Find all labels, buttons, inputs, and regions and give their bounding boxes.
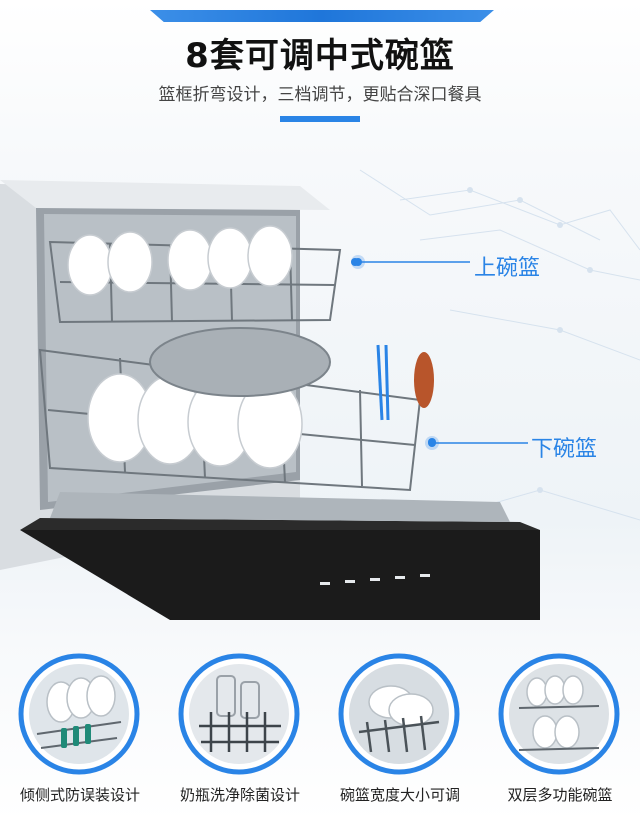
dishwasher-door <box>20 530 540 620</box>
door-edge <box>20 518 540 530</box>
control-panel-labels <box>320 574 430 585</box>
double-layer-basket-icon <box>497 652 621 776</box>
tilted-rack-icon <box>17 652 141 776</box>
feature-label: 倾侧式防误装设计 <box>19 786 140 804</box>
feature-label: 碗篮宽度大小可调 <box>339 786 460 804</box>
feature-bottle-holder: 奶瓶洗净除菌设计 <box>160 652 320 822</box>
feature-label: 双层多功能碗篮 <box>507 786 613 804</box>
feature-double-layer-basket: 双层多功能碗篮 <box>480 652 640 822</box>
feature-label: 奶瓶洗净除菌设计 <box>179 786 300 804</box>
upper-basket-label: 上碗篮 <box>474 256 541 281</box>
lower-basket-label: 下碗篮 <box>531 437 598 462</box>
dishwasher-illustration <box>0 180 540 620</box>
title-underline <box>280 116 360 122</box>
top-accent-bar <box>150 10 494 22</box>
page-title: 8套可调中式碗篮 <box>185 36 455 76</box>
feature-row: 倾侧式防误装设计 <box>0 652 640 822</box>
wooden-spatula <box>414 352 434 408</box>
steel-pot <box>149 327 331 397</box>
utensils <box>376 344 390 421</box>
upper-basket-dishes <box>67 225 293 296</box>
door-inner-panel <box>50 492 510 522</box>
page-subtitle: 篮框折弯设计，三档调节，更贴合深口餐具 <box>158 85 482 105</box>
bottle-holder-icon <box>177 652 301 776</box>
adjustable-basket-icon <box>337 652 461 776</box>
feature-tilted-rack: 倾侧式防误装设计 <box>0 652 160 822</box>
lower-basket-dishes <box>87 373 303 469</box>
feature-adjustable-basket: 碗篮宽度大小可调 <box>320 652 480 822</box>
dishwasher-top-panel <box>0 180 330 210</box>
